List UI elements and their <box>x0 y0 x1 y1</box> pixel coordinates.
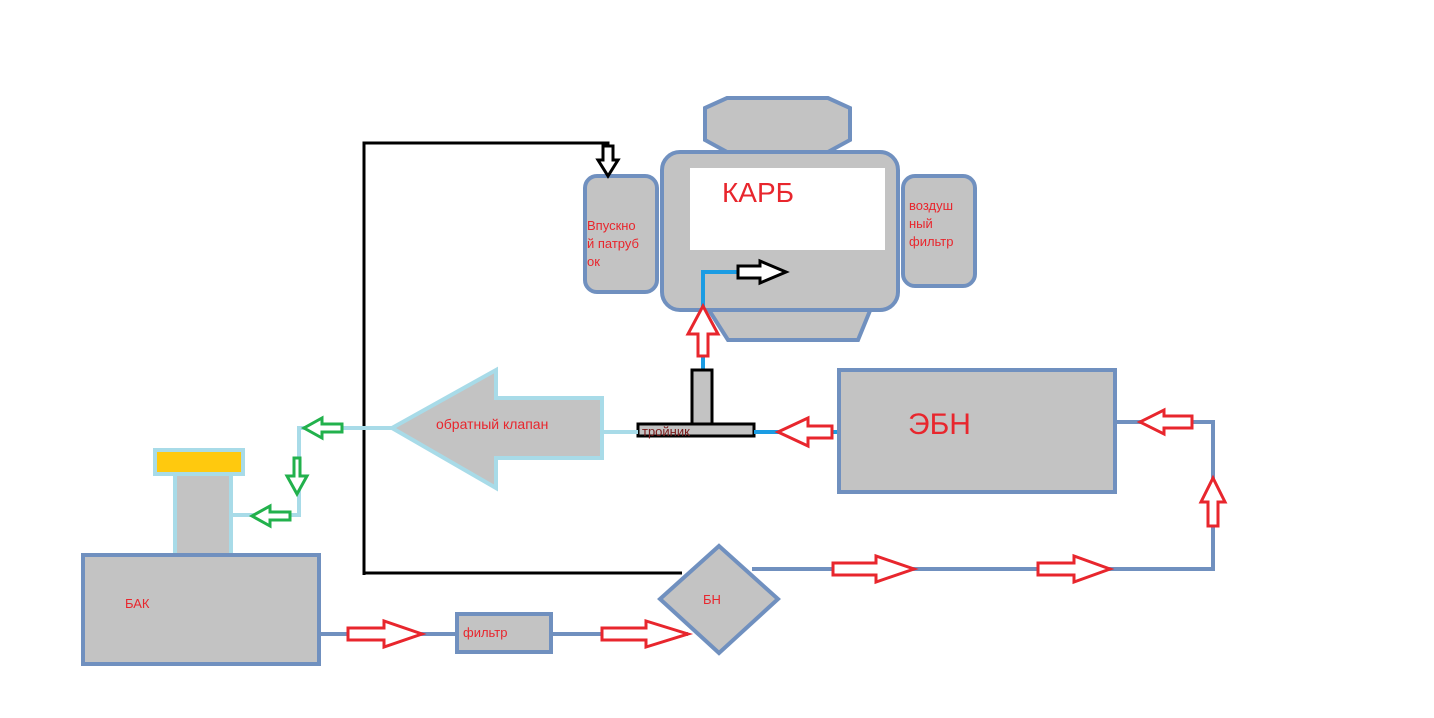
carburetor-title-panel <box>690 168 885 250</box>
electric-fuel-pump-label: ЭБН <box>908 408 971 441</box>
air-filter-label-line3: фильтр <box>909 234 953 249</box>
tee-riser <box>690 368 714 426</box>
check-valve <box>387 366 604 492</box>
intake-label-line3: ок <box>587 254 600 269</box>
air-filter-label-line2: ный <box>909 216 933 231</box>
fuel-tank-box <box>81 553 321 666</box>
fuel-filter-label: фильтр <box>463 625 507 640</box>
flow-arrow-into-ebn <box>1136 407 1194 437</box>
fuel-pump-label: БН <box>703 592 721 607</box>
flow-arrow-tank-to-filter <box>346 618 427 650</box>
flow-arrow-up-right-branch <box>1198 474 1228 528</box>
return-arrow-down <box>284 456 310 498</box>
fuel-filter-box <box>455 612 553 654</box>
vacuum-line <box>362 141 610 575</box>
flow-arrow-right-2 <box>1036 553 1115 585</box>
flow-arrow-filter-to-pump <box>600 618 694 650</box>
intake-label-line1: Впускно <box>587 218 636 233</box>
carburetor-label: КАРБ <box>722 177 794 208</box>
tank-cap <box>153 448 245 476</box>
carburetor-top-cap <box>703 96 852 154</box>
tank-filler-neck <box>173 472 233 558</box>
air-filter-label-line1: воздуш <box>909 198 953 213</box>
fuel-tank-label: БАК <box>125 596 150 611</box>
intake-label-line2: й патруб <box>587 236 639 251</box>
flow-arrow-up-to-carb <box>685 302 721 358</box>
intake-manifold-box <box>583 174 659 294</box>
return-arrow-left-bottom <box>248 503 292 529</box>
electric-fuel-pump-box <box>837 368 1117 494</box>
tee-label: тройник <box>642 424 690 439</box>
fuel-pump-diamond <box>657 543 781 656</box>
vacuum-line-down-arrow <box>595 144 621 179</box>
air-filter-box <box>901 174 977 288</box>
flow-arrow-pump-to-tee <box>774 415 834 449</box>
return-arrow-left-top <box>300 415 344 441</box>
return-line <box>232 426 392 517</box>
flow-arrow-right-1 <box>831 553 919 585</box>
carburetor-outflow-arrow <box>736 258 790 286</box>
check-valve-label: обратный клапан <box>436 416 548 432</box>
